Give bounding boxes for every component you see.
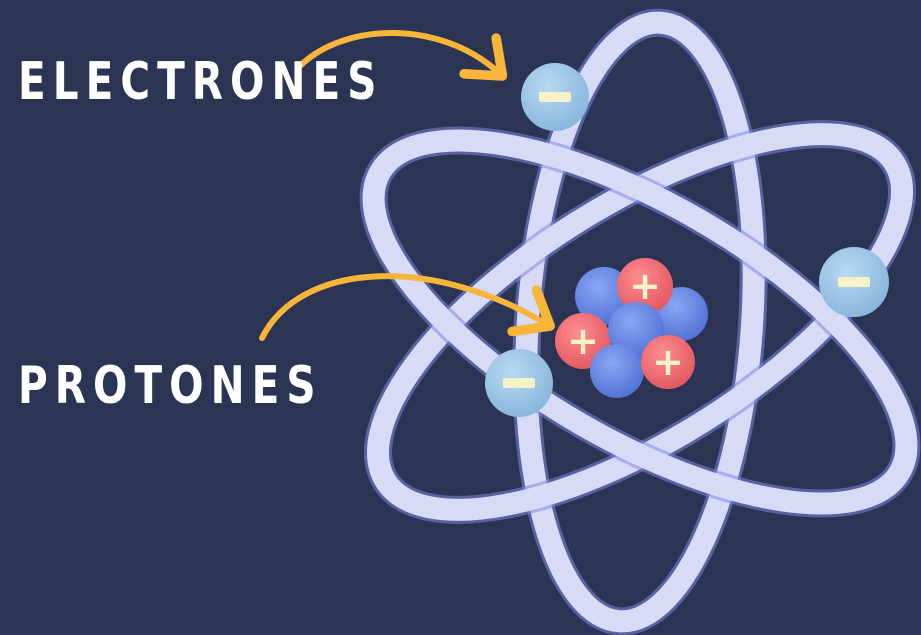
arrows	[259, 30, 555, 341]
proton-sign: +	[629, 264, 661, 308]
arrow-to-protons	[259, 273, 555, 341]
proton	[617, 258, 673, 314]
orbit-tilted-left	[364, 120, 916, 524]
electron-left	[485, 349, 553, 417]
nucleus: + + +	[555, 258, 708, 398]
electron-top	[521, 63, 589, 131]
neutron	[590, 344, 644, 398]
proton-sign: +	[652, 340, 684, 384]
proton	[641, 335, 695, 389]
electrons	[485, 63, 889, 417]
orbit-tilted-right	[359, 126, 921, 518]
orbits	[359, 8, 921, 635]
arrow-to-electron	[297, 30, 508, 81]
protons-label: PROTONES	[18, 356, 323, 416]
electron-right	[819, 247, 889, 317]
proton-sign: +	[567, 319, 599, 363]
electrons-label: ELECTRONES	[18, 52, 384, 112]
